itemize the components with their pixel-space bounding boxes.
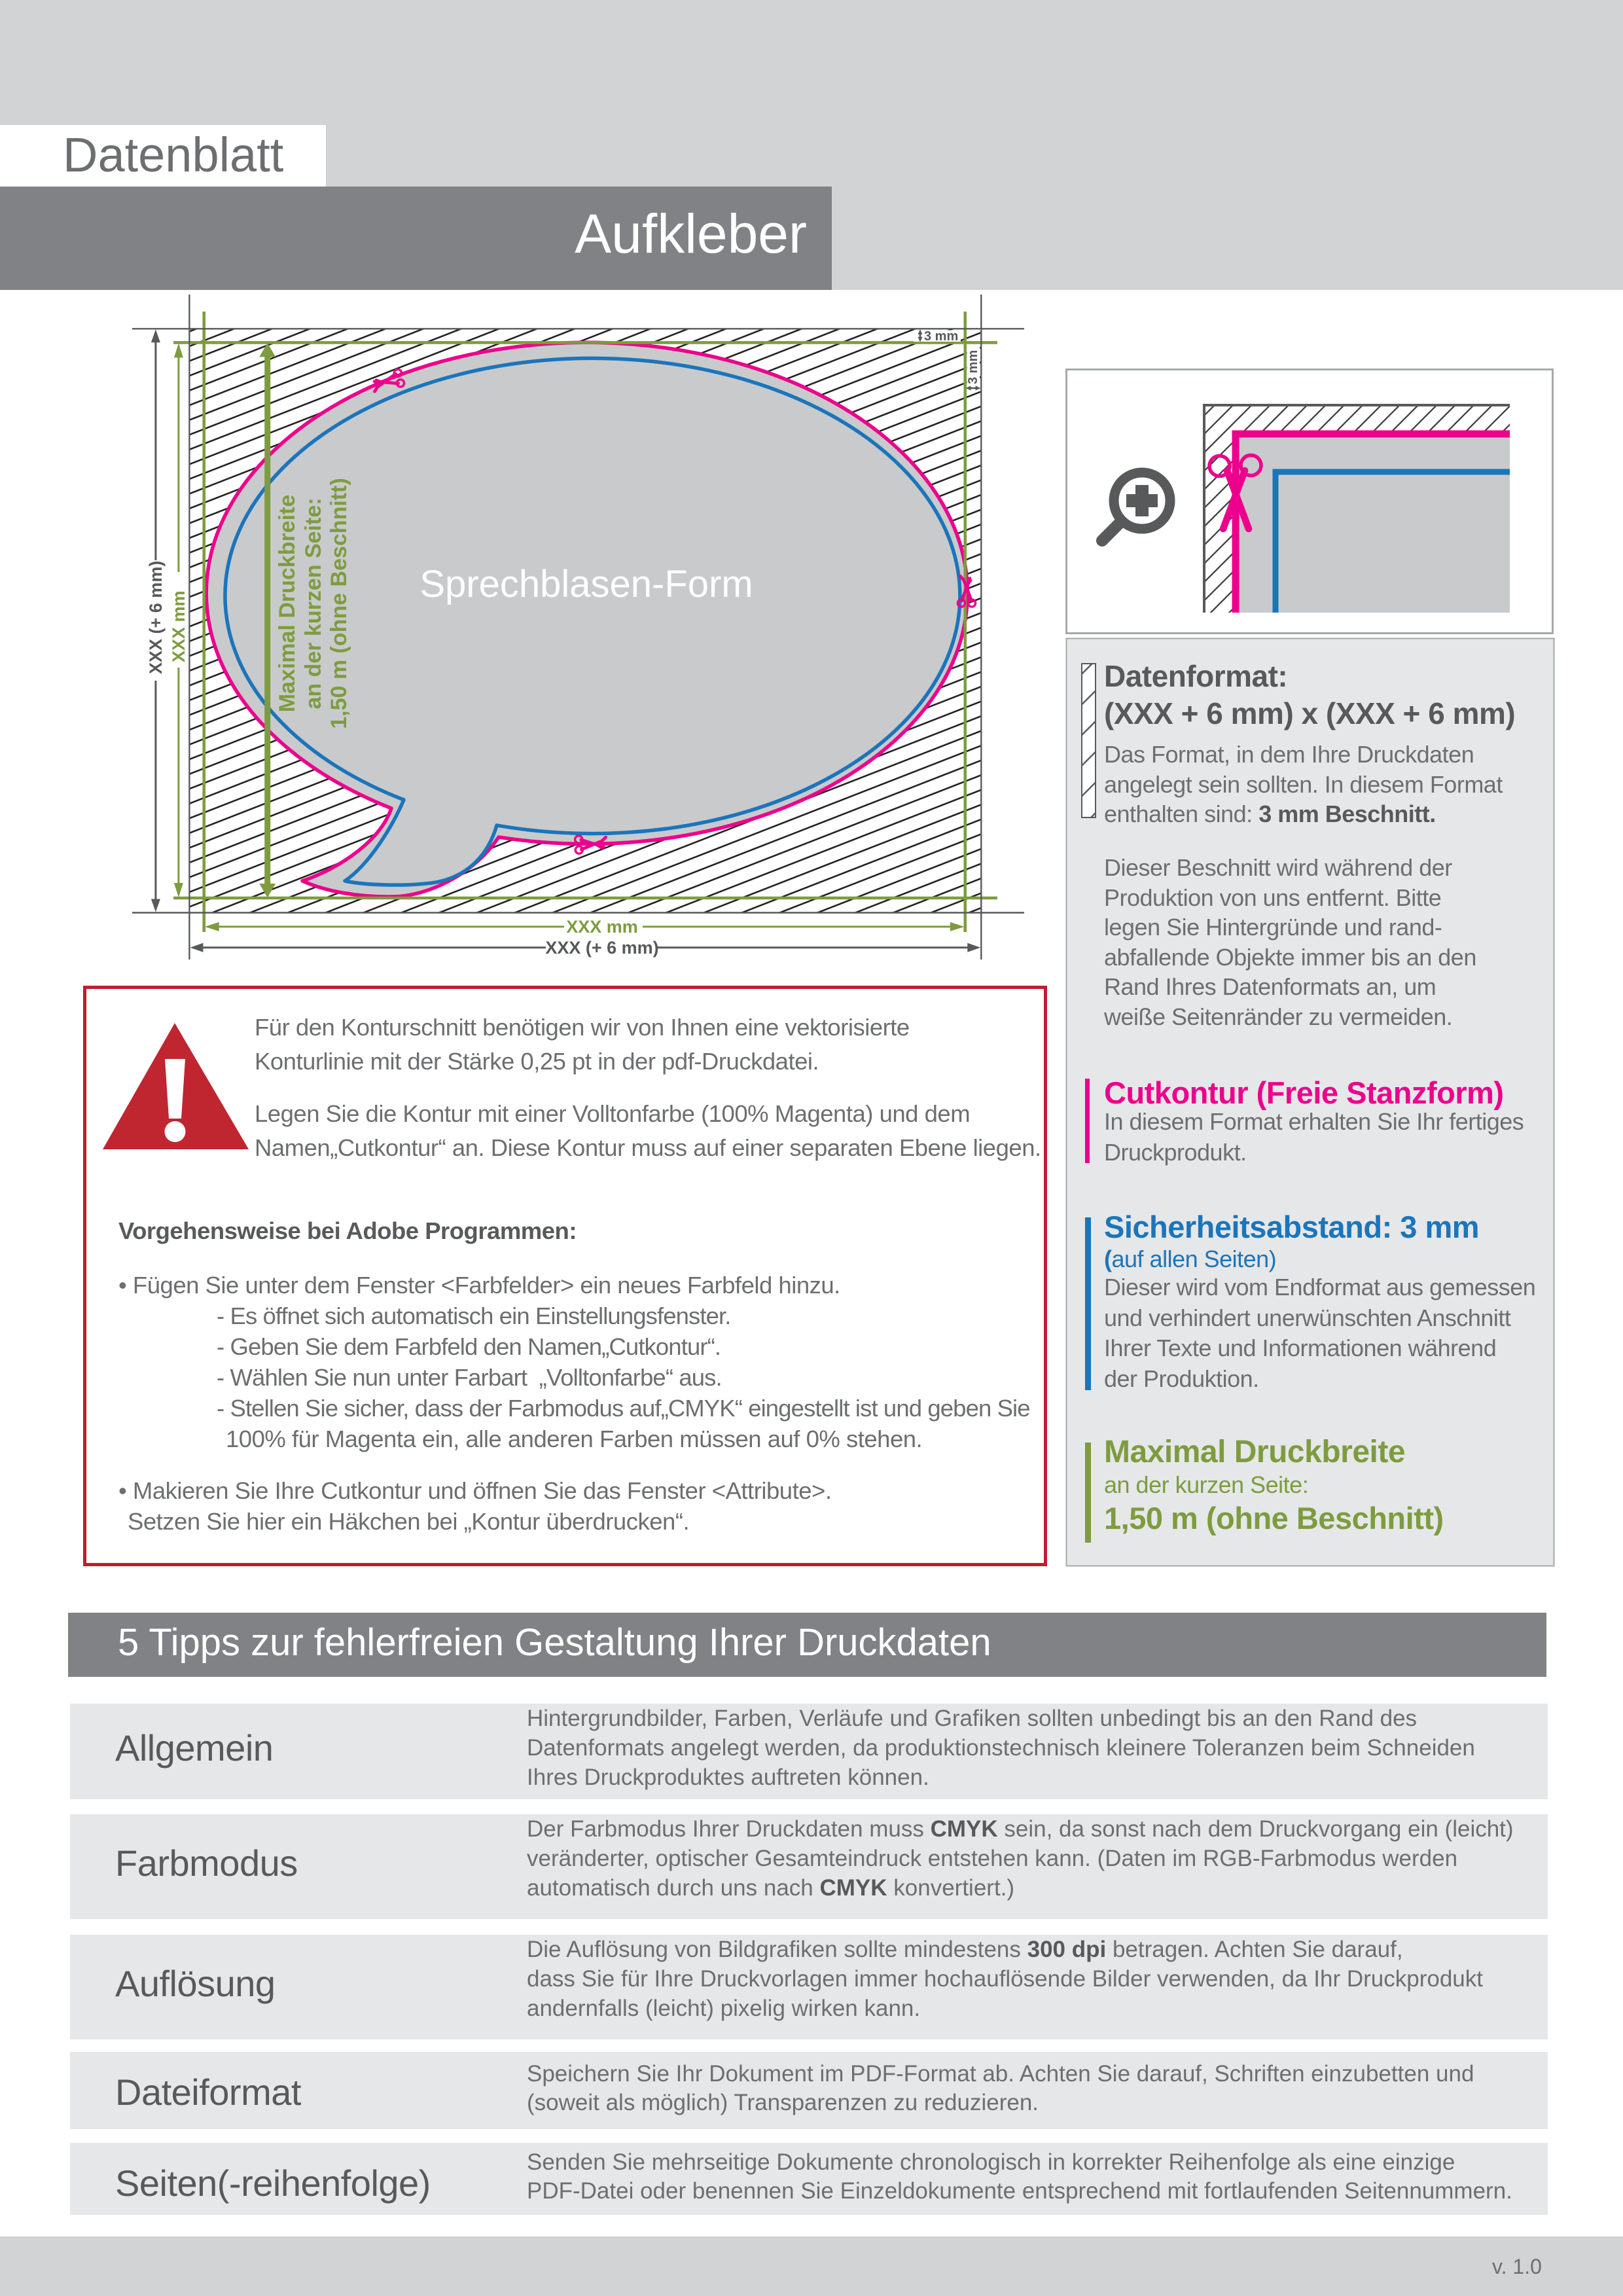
- svg-text:XXX (+ 6 mm): XXX (+ 6 mm): [545, 938, 658, 958]
- svg-text:XXX (+ 6 mm): XXX (+ 6 mm): [146, 561, 166, 674]
- svg-text:1,50 m (ohne Beschnitt): 1,50 m (ohne Beschnitt): [327, 478, 351, 729]
- svg-text:Sprechblasen-Form: Sprechblasen-Form: [419, 563, 753, 605]
- svg-text:XXX mm: XXX mm: [169, 590, 188, 662]
- svg-text:Maximal Druckbreite: Maximal Druckbreite: [275, 495, 300, 713]
- svg-text:XXX mm: XXX mm: [566, 917, 638, 937]
- svg-text:3 mm: 3 mm: [924, 329, 958, 344]
- svg-text:3 mm: 3 mm: [966, 350, 980, 384]
- svg-text:an der kurzen Seite:: an der kurzen Seite:: [301, 497, 326, 709]
